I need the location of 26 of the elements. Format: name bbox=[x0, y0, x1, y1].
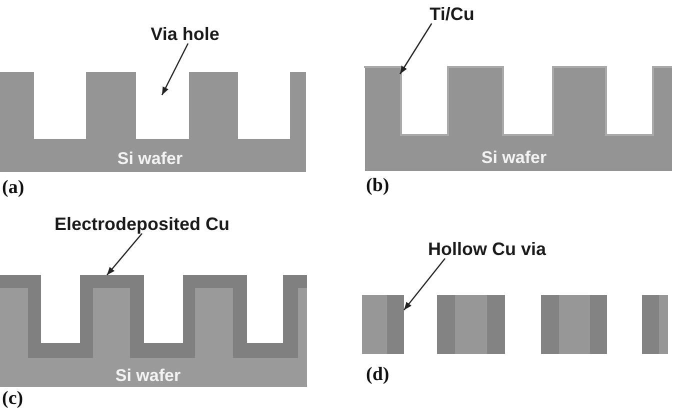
wafer-label: Si wafer bbox=[481, 148, 547, 166]
callout-label: Via hole bbox=[150, 24, 220, 44]
wafer-label: Si wafer bbox=[115, 366, 181, 385]
copper-layer bbox=[0, 275, 307, 358]
panel-label: (c) bbox=[2, 389, 24, 408]
wafer-cross-section bbox=[0, 72, 306, 172]
leader-arrow bbox=[399, 23, 432, 74]
wafer-label: Si wafer bbox=[117, 149, 183, 168]
copper-via-wall bbox=[437, 295, 455, 354]
leader-arrow bbox=[161, 43, 189, 96]
copper-via-wall bbox=[590, 295, 607, 354]
callout-label: Hollow Cu via bbox=[428, 238, 546, 258]
callout-label: Ti/Cu bbox=[430, 4, 474, 24]
wafer-cross-section bbox=[0, 288, 307, 387]
copper-via-wall bbox=[642, 295, 659, 354]
copper-via-wall bbox=[541, 295, 559, 354]
panel-label: (a) bbox=[2, 178, 24, 197]
seed-layer bbox=[363, 65, 674, 137]
leader-arrow bbox=[106, 233, 142, 276]
panel-label: (d) bbox=[366, 365, 390, 384]
panel-label: (b) bbox=[366, 176, 390, 195]
wafer-cross-section bbox=[365, 67, 672, 171]
copper-via-wall bbox=[487, 295, 505, 354]
callout-label: Electrodeposited Cu bbox=[54, 214, 230, 234]
copper-via-wall bbox=[387, 295, 404, 354]
leader-arrow bbox=[404, 258, 446, 310]
